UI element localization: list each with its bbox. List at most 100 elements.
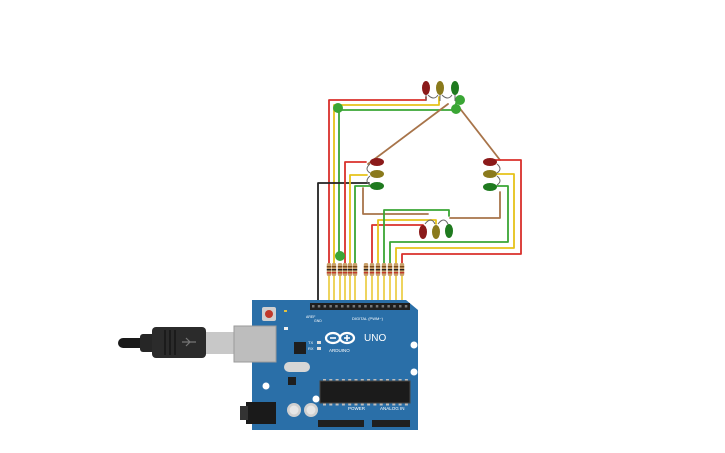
- model-label: UNO: [364, 333, 386, 344]
- analog-header[interactable]: [372, 420, 410, 427]
- header-pin[interactable]: [358, 305, 361, 308]
- header-pin[interactable]: [346, 305, 350, 308]
- header-pin[interactable]: [381, 305, 385, 308]
- chip-pin: [398, 403, 402, 406]
- header-pin[interactable]: [404, 305, 408, 308]
- gnd-label: GND: [314, 319, 322, 323]
- resistor-band: [387, 272, 393, 274]
- power-jack[interactable]: [246, 402, 276, 424]
- chip-pin: [360, 403, 364, 406]
- wire-left-yellow[interactable]: [349, 174, 368, 266]
- wire-brown-left-bottom[interactable]: [362, 187, 429, 215]
- wire-brown-right-bottom[interactable]: [449, 191, 501, 219]
- chip-pin: [404, 379, 408, 382]
- header-pin[interactable]: [370, 305, 373, 308]
- resistor-band: [375, 272, 381, 274]
- chip-pin: [341, 379, 345, 382]
- chip-pin: [367, 403, 371, 406]
- junction-dot[interactable]: [333, 103, 343, 113]
- header-pin[interactable]: [329, 305, 332, 308]
- resistor-band: [399, 266, 405, 268]
- wire-brown-top-left[interactable]: [367, 103, 449, 165]
- junction-dot[interactable]: [335, 251, 345, 261]
- chip-pin: [335, 379, 339, 382]
- traffic-light-left[interactable]: [366, 158, 384, 190]
- usb-b-cable[interactable]: [118, 327, 234, 358]
- resistor-band: [331, 269, 337, 271]
- wire-left-black[interactable]: [317, 182, 370, 306]
- resistor-band: [331, 272, 337, 274]
- header-pin[interactable]: [375, 305, 379, 308]
- chip-pin: [360, 379, 364, 382]
- resistor-band: [393, 266, 399, 268]
- header-pin[interactable]: [393, 305, 396, 308]
- chip-pin: [379, 403, 383, 406]
- traffic-light-bottom[interactable]: [419, 219, 453, 239]
- chip-pin: [335, 403, 339, 406]
- header-pin[interactable]: [312, 305, 315, 308]
- resistor-band: [352, 266, 358, 268]
- chip-pin: [392, 379, 396, 382]
- resistor-band: [363, 269, 369, 271]
- header-pin[interactable]: [323, 305, 327, 308]
- mounting-hole: [410, 368, 418, 376]
- chip-pin: [398, 379, 402, 382]
- usb-chip: [294, 342, 306, 354]
- atmega-chip: [320, 381, 410, 403]
- analog-label: ANALOG IN: [380, 406, 405, 411]
- wire-right-red[interactable]: [401, 159, 522, 266]
- header-pin[interactable]: [387, 305, 390, 308]
- resistor-band: [342, 269, 348, 271]
- logo-text: ARDUINO: [329, 348, 350, 353]
- resistor-band: [337, 266, 343, 268]
- chip-pin: [348, 403, 352, 406]
- arduino-uno-board[interactable]: ARDUINO UNO DIGITAL (PWM~) AREF GND TX R…: [233, 300, 418, 430]
- wire-bottom-green[interactable]: [383, 209, 450, 266]
- resistor-band: [342, 266, 348, 268]
- chip-pin: [404, 403, 408, 406]
- header-pin[interactable]: [399, 305, 402, 308]
- voltage-regulator: [288, 377, 296, 385]
- chip-pin: [348, 379, 352, 382]
- resistor-band: [337, 272, 343, 274]
- traffic-light-right[interactable]: [483, 158, 501, 191]
- resistor-band: [381, 269, 387, 271]
- chip-pin: [392, 403, 396, 406]
- resistor-band: [347, 272, 353, 274]
- resistor-band: [352, 272, 358, 274]
- chip-socket-notch: [319, 380, 411, 404]
- wire-top-yellow[interactable]: [333, 96, 440, 266]
- wire-bottom-yellow[interactable]: [377, 219, 437, 266]
- chip-pin: [329, 379, 333, 382]
- power-header[interactable]: [318, 420, 364, 427]
- resistor-band: [387, 266, 393, 268]
- chip-pin: [323, 379, 326, 382]
- wire-right-yellow[interactable]: [395, 173, 515, 266]
- mounting-hole: [262, 382, 270, 390]
- power-label: POWER: [348, 406, 366, 411]
- digital-header-label: DIGITAL (PWM~): [352, 316, 384, 321]
- resistor-band: [387, 269, 393, 271]
- resistor-band: [381, 272, 387, 274]
- header-pin[interactable]: [352, 305, 356, 308]
- resistor-band: [363, 266, 369, 268]
- wire-bottom-red[interactable]: [371, 224, 424, 266]
- wire-brown-top-right[interactable]: [457, 105, 501, 161]
- header-pin[interactable]: [317, 305, 321, 308]
- wire-right-green[interactable]: [389, 185, 509, 266]
- wire-left-green[interactable]: [354, 185, 371, 266]
- junction-dot[interactable]: [451, 104, 461, 114]
- junction-dot[interactable]: [455, 95, 465, 105]
- wire-left-red[interactable]: [344, 161, 367, 266]
- resistor-band: [352, 269, 358, 271]
- usb-socket[interactable]: [233, 325, 277, 363]
- resistor-band: [393, 272, 399, 274]
- header-pin[interactable]: [335, 305, 338, 308]
- traffic-light-top[interactable]: [422, 81, 459, 101]
- header-pin[interactable]: [364, 305, 367, 308]
- resistor-band: [393, 269, 399, 271]
- header-pin[interactable]: [341, 305, 344, 308]
- resistor-band: [363, 272, 369, 274]
- resistor-array: [326, 263, 405, 276]
- resistor-band: [381, 266, 387, 268]
